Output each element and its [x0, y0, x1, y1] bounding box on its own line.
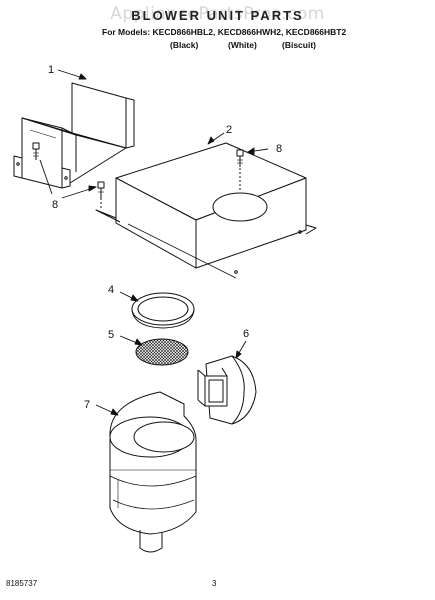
screw-part-upper-right: [236, 149, 244, 167]
callout-5: 5: [108, 329, 114, 341]
ring-part: [131, 292, 195, 329]
page-title: BLOWER UNIT PARTS: [131, 8, 304, 23]
blower-housing-cover-part: [95, 142, 317, 279]
watermark: AppliancePartsPros.com: [110, 4, 325, 24]
screw-part-left-bottom: [97, 181, 105, 210]
callout-2: 2: [226, 124, 232, 136]
color-label-white: (White): [228, 40, 257, 50]
models-line: For Models: KECD866HBL2, KECD866HWH2, KE…: [102, 27, 347, 37]
screw-part-left-top: [32, 142, 40, 160]
callout-4: 4: [108, 284, 114, 296]
page-number: 3: [212, 579, 217, 588]
blower-part: [109, 391, 197, 553]
exhaust-damper-part: [197, 355, 257, 425]
color-label-biscuit: (Biscuit): [282, 40, 316, 50]
callout-8-right: 8: [276, 143, 282, 155]
callout-6: 6: [243, 328, 249, 340]
callout-7: 7: [84, 399, 90, 411]
callout-1: 1: [48, 64, 54, 76]
color-label-black: (Black): [170, 40, 199, 50]
document-number: 8185737: [6, 579, 38, 588]
filter-screen-part: [135, 338, 189, 366]
callout-8-left: 8: [52, 199, 58, 211]
duct-bracket-part: [13, 82, 135, 189]
callout-leader-lines: [39, 69, 269, 416]
